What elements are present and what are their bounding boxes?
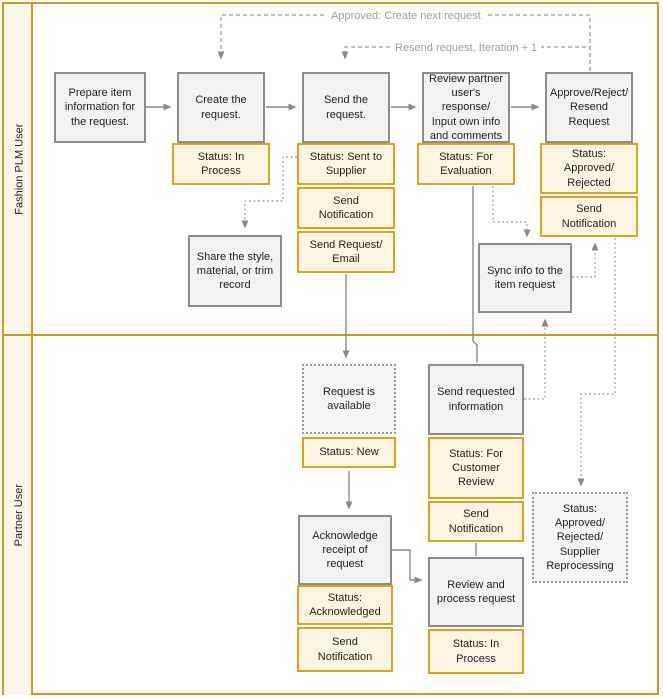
status-final-label: Status: Approved/ Rejected/ Supplier Rep… xyxy=(546,502,614,572)
status-approved-rejected: Status: Approved/ Rejected xyxy=(540,143,638,194)
status-new: Status: New xyxy=(302,437,396,468)
action-send-notification-3: Send Notification xyxy=(428,501,524,542)
lane-divider xyxy=(4,334,659,336)
node-prepare-item: Prepare item information for the request… xyxy=(54,72,146,143)
node-review-partner-response-label: Review partner user's response/ Input ow… xyxy=(429,72,503,142)
lane-label-fashion-plm-user: Fashion PLM User xyxy=(13,123,26,215)
edge-label-approved-create-next: Approved: Create next request xyxy=(327,9,485,24)
action-send-notification-4: Send Notification xyxy=(297,627,393,672)
action-send-notification-2-label: Send Notification xyxy=(561,203,617,230)
node-review-process-request: Review and process request xyxy=(428,557,524,627)
action-send-request-email: Send Request/ Email xyxy=(297,231,395,273)
node-approve-reject-resend-label: Approve/Reject/ Resend Request xyxy=(549,87,629,128)
node-create-request: Create the request. xyxy=(177,72,265,143)
action-send-notification-1-label: Send Notification xyxy=(318,194,374,221)
lane-label-column xyxy=(4,4,33,695)
node-review-process-request-label: Review and process request xyxy=(436,578,516,605)
action-send-request-email-label: Send Request/ Email xyxy=(309,238,383,265)
status-sent-to-supplier: Status: Sent to Supplier xyxy=(297,143,395,185)
node-send-request-label: Send the request. xyxy=(323,94,369,121)
node-sync-info-item-request-label: Sync info to the item request xyxy=(487,264,563,291)
status-sent-to-supplier-label: Status: Sent to Supplier xyxy=(309,150,383,177)
node-acknowledge-receipt-label: Acknowledge receipt of request xyxy=(312,529,378,571)
node-share-style-material-trim: Share the style, material, or trim recor… xyxy=(188,235,282,307)
status-final-approved-rejected-reprocessing: Status: Approved/ Rejected/ Supplier Rep… xyxy=(532,492,628,583)
edge-label-resend-iteration: Resend request, Iteration + 1 xyxy=(391,41,542,56)
status-for-evaluation: Status: For Evaluation xyxy=(417,143,515,185)
action-send-notification-3-label: Send Notification xyxy=(448,508,504,535)
node-review-partner-response: Review partner user's response/ Input ow… xyxy=(422,72,510,143)
node-share-style-material-trim-label: Share the style, material, or trim recor… xyxy=(196,250,274,292)
status-acknowledged-label: Status: Acknowledged xyxy=(309,591,381,618)
status-for-customer-review: Status: For Customer Review xyxy=(428,437,524,499)
node-send-request: Send the request. xyxy=(302,72,390,143)
node-prepare-item-label: Prepare item information for the request… xyxy=(64,87,136,128)
node-send-requested-information-label: Send requested information xyxy=(437,386,515,413)
status-for-evaluation-label: Status: For Evaluation xyxy=(439,150,493,177)
status-acknowledged: Status: Acknowledged xyxy=(297,585,393,625)
node-request-available-label: Request is available xyxy=(323,385,375,412)
action-send-notification-1: Send Notification xyxy=(297,187,395,229)
status-partner-in-process-label: Status: In Process xyxy=(452,638,500,665)
status-partner-in-process: Status: In Process xyxy=(428,629,524,674)
status-new-label: Status: New xyxy=(319,446,379,459)
status-create-in-process: Status: In Process xyxy=(172,143,270,185)
node-send-requested-information: Send requested information xyxy=(428,364,524,435)
status-for-customer-review-label: Status: For Customer Review xyxy=(449,447,503,489)
node-sync-info-item-request: Sync info to the item request xyxy=(478,243,572,313)
action-send-notification-2: Send Notification xyxy=(540,196,638,237)
node-approve-reject-resend: Approve/Reject/ Resend Request xyxy=(545,72,633,143)
action-send-notification-4-label: Send Notification xyxy=(317,636,373,663)
status-create-in-process-label: Status: In Process xyxy=(197,150,245,177)
node-create-request-label: Create the request. xyxy=(195,94,247,121)
lane-label-partner-user: Partner User xyxy=(13,484,26,547)
node-request-available: Request is available xyxy=(302,364,396,434)
node-acknowledge-receipt: Acknowledge receipt of request xyxy=(298,515,392,585)
status-approved-rejected-label: Status: Approved/ Rejected xyxy=(563,148,615,189)
